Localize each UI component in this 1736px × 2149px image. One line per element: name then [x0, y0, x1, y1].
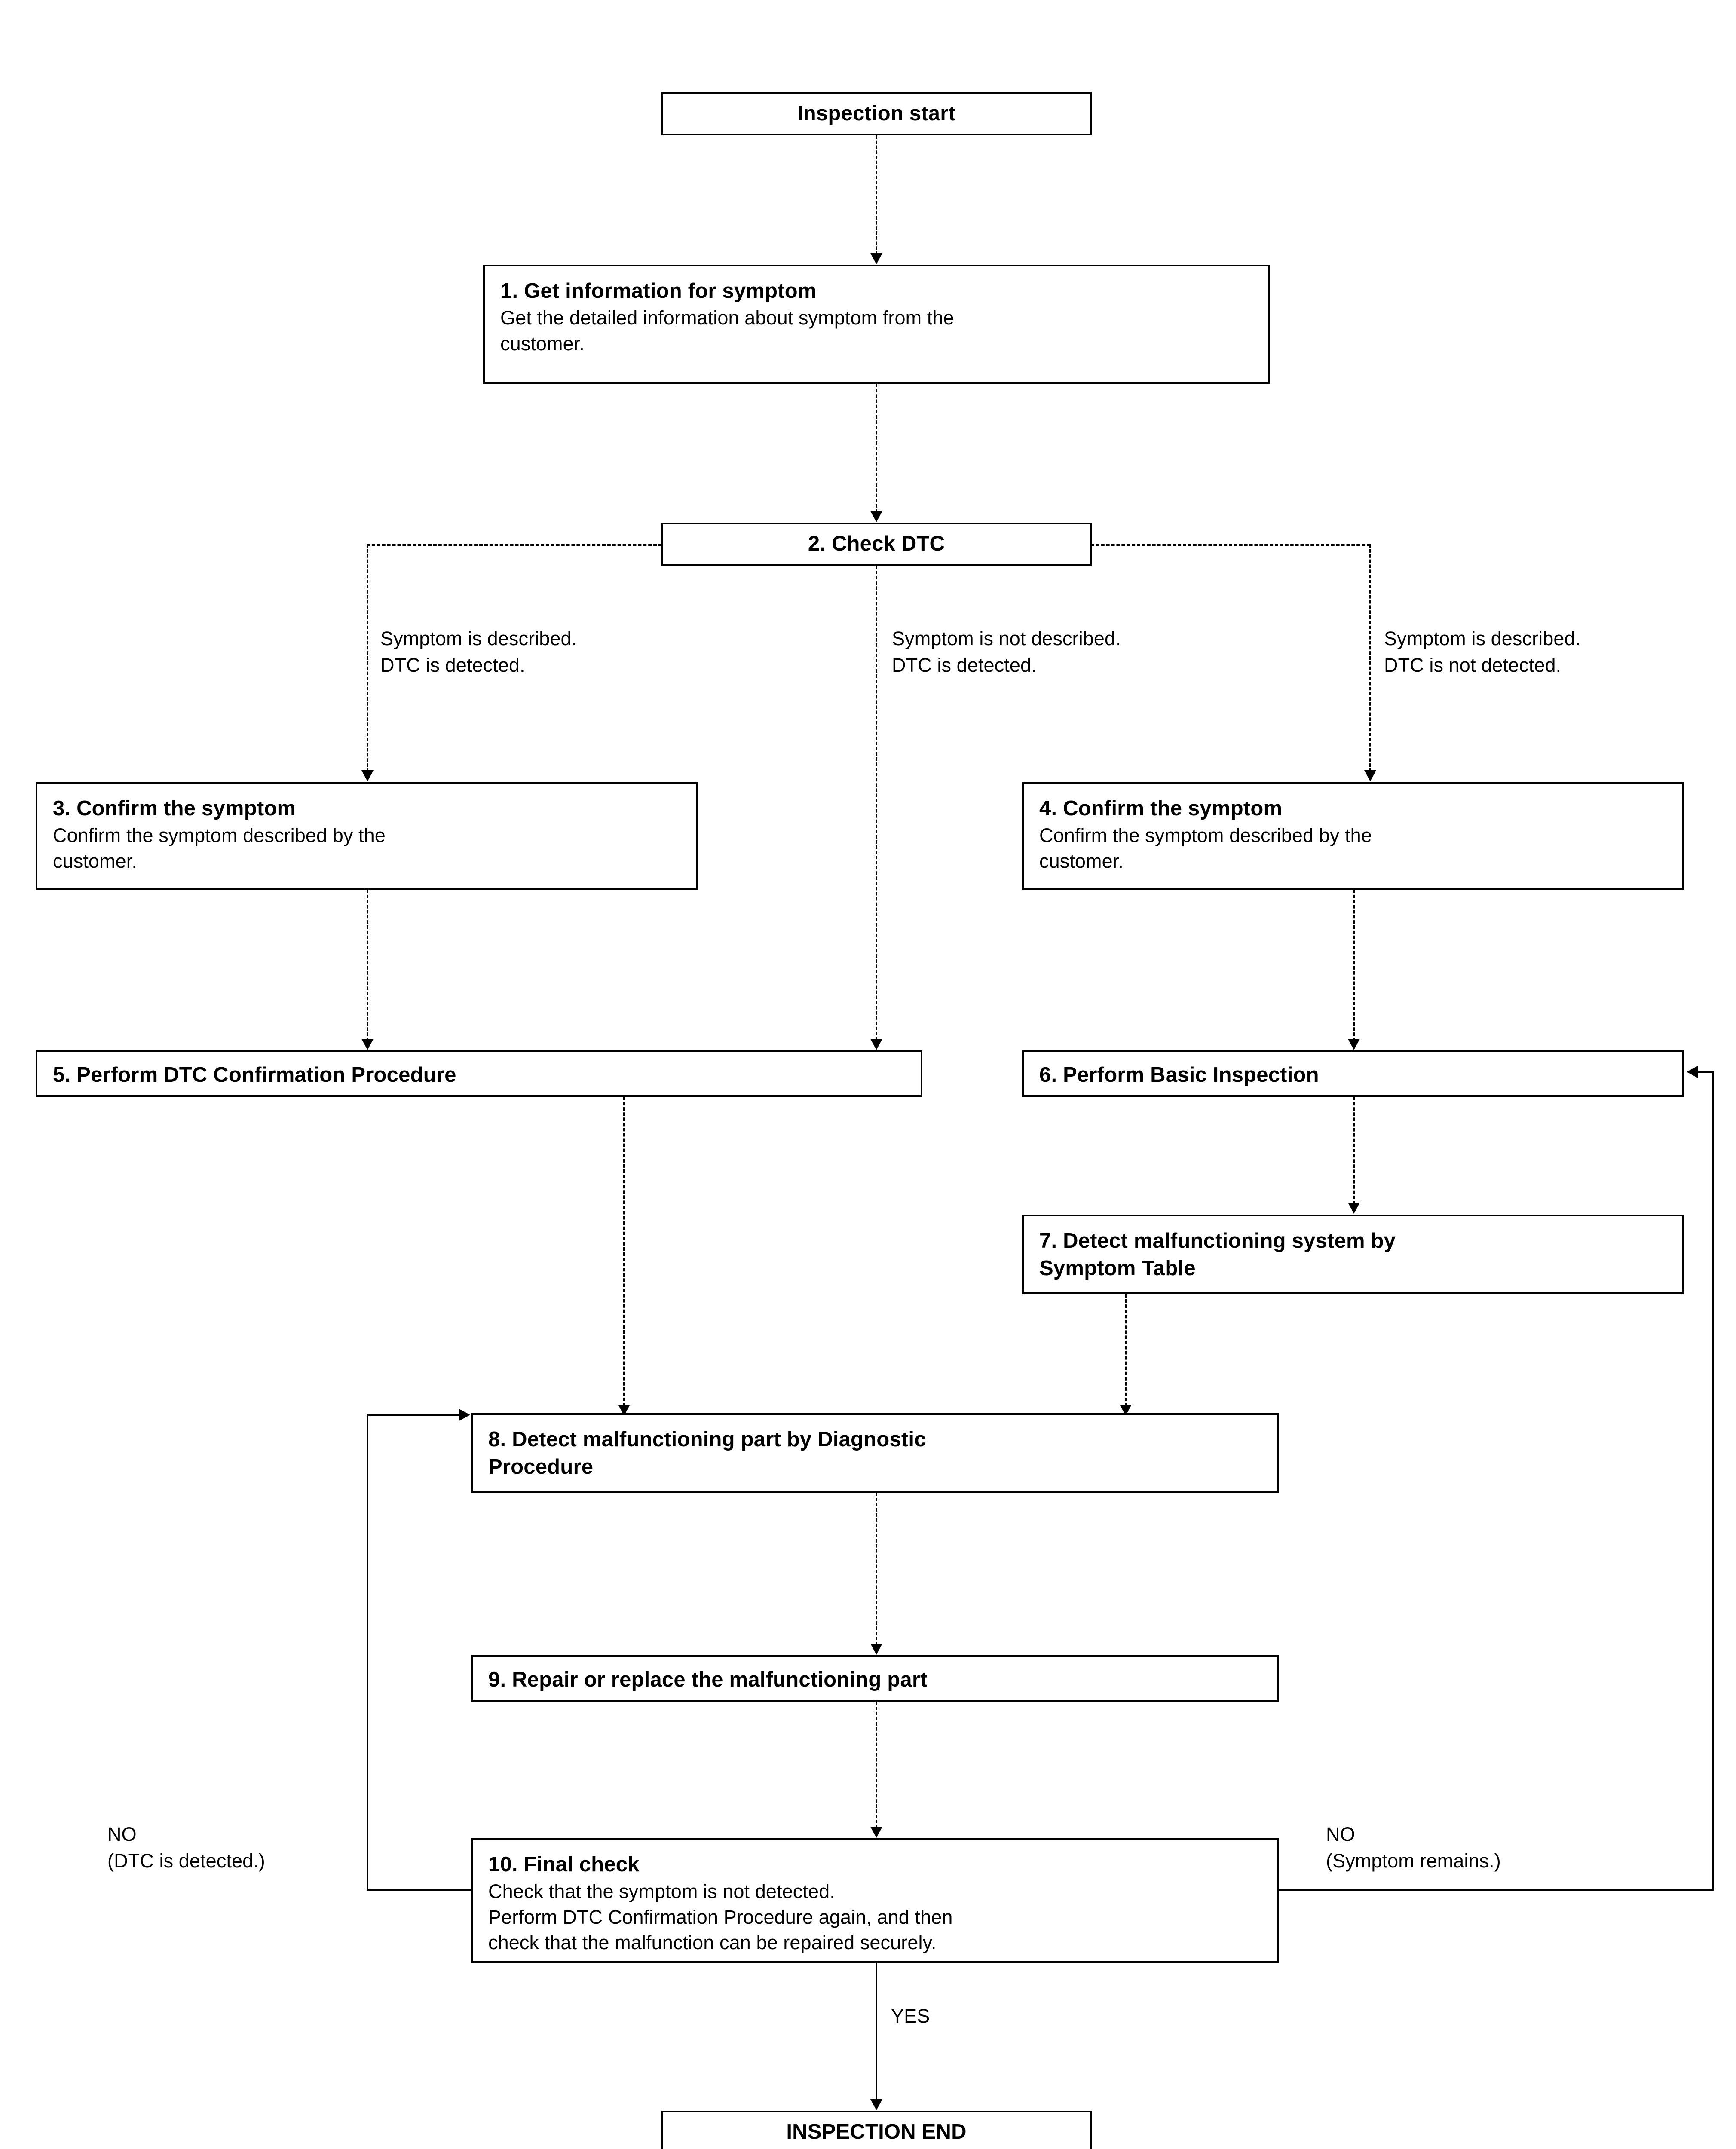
arrowhead-step1-to-step2: [870, 511, 882, 522]
node-inspection-end[interactable]: INSPECTION END: [661, 2111, 1092, 2149]
edge-step2-bus-left: [367, 544, 662, 546]
node-step-2[interactable]: 2. Check DTC: [661, 523, 1092, 566]
node-step-2-title: 2. Check DTC: [808, 532, 945, 556]
node-step-1-desc: Get the detailed information about sympt…: [500, 306, 954, 355]
edge-step6-to-step7: [1353, 1097, 1355, 1204]
label-final-yes: YES: [891, 2005, 930, 2027]
edge-branch-left: [367, 544, 368, 772]
node-step-10[interactable]: 10. Final check Check that the symptom i…: [471, 1838, 1279, 1963]
node-step-4-desc: Confirm the symptom described by the cus…: [1039, 824, 1372, 872]
edge-start-to-step1: [876, 135, 877, 255]
edge-step4-to-step6: [1353, 890, 1355, 1041]
arrowhead-start-to-step1: [870, 253, 882, 264]
node-step-5-title: 5. Perform DTC Confirmation Procedure: [53, 1063, 456, 1087]
arrowhead-step3-to-step5: [361, 1039, 374, 1050]
label-branch-right: Symptom is described. DTC is not detecte…: [1384, 628, 1581, 677]
arrowhead-step10-to-end: [870, 2099, 882, 2110]
label-branch-middle: Symptom is not described. DTC is detecte…: [892, 628, 1121, 677]
arrowhead-loop-right-to-step6: [1687, 1066, 1698, 1078]
node-step-1-title: 1. Get information for symptom: [500, 279, 817, 303]
edge-loop-right-top: [1698, 1071, 1713, 1073]
arrowhead-branch-right: [1364, 770, 1376, 781]
edge-loop-right-bottom: [1278, 1889, 1713, 1891]
label-loop-left-no: NO (DTC is detected.): [107, 1823, 265, 1872]
node-step-6[interactable]: 6. Perform Basic Inspection: [1022, 1050, 1684, 1097]
arrowhead-branch-left: [361, 770, 374, 781]
node-step-1[interactable]: 1. Get information for symptom Get the d…: [483, 265, 1270, 384]
edge-step3-to-step5: [367, 890, 368, 1041]
node-step-3-desc: Confirm the symptom described by the cus…: [53, 824, 386, 872]
edge-step2-bus-right: [1091, 544, 1370, 546]
edge-step5-to-step8: [623, 1097, 625, 1406]
label-loop-right-no: NO (Symptom remains.): [1326, 1823, 1501, 1872]
edge-loop-left-bottom: [367, 1889, 472, 1891]
node-step-3[interactable]: 3. Confirm the symptom Confirm the sympt…: [36, 782, 698, 890]
edge-step10-to-end: [876, 1963, 877, 2101]
node-inspection-end-title: INSPECTION END: [786, 2120, 967, 2144]
edge-step9-to-step10: [876, 1702, 877, 1828]
node-step-9[interactable]: 9. Repair or replace the malfunctioning …: [471, 1655, 1279, 1702]
node-step-9-title: 9. Repair or replace the malfunctioning …: [488, 1668, 928, 1691]
node-step-8-title: 8. Detect malfunctioning part by Diagnos…: [488, 1428, 926, 1479]
edge-branch-middle: [876, 566, 877, 1041]
arrowhead-step4-to-step6: [1348, 1039, 1360, 1050]
edge-step1-to-step2: [876, 384, 877, 513]
node-step-7-title: 7. Detect malfunctioning system by Sympt…: [1039, 1229, 1396, 1280]
edge-loop-left-top: [367, 1414, 459, 1416]
node-step-4[interactable]: 4. Confirm the symptom Confirm the sympt…: [1022, 782, 1684, 890]
node-step-10-desc: Check that the symptom is not detected. …: [488, 1880, 953, 1954]
node-step-10-title: 10. Final check: [488, 1853, 640, 1876]
edge-loop-left-vertical: [367, 1414, 368, 1890]
node-inspection-start[interactable]: Inspection start: [661, 92, 1092, 135]
node-inspection-start-title: Inspection start: [797, 102, 956, 126]
edge-branch-right: [1369, 544, 1371, 772]
arrowhead-step6-to-step7: [1348, 1203, 1360, 1214]
node-step-3-title: 3. Confirm the symptom: [53, 797, 296, 820]
edge-loop-right-vertical: [1712, 1071, 1714, 1891]
node-step-8[interactable]: 8. Detect malfunctioning part by Diagnos…: [471, 1413, 1279, 1493]
node-step-7[interactable]: 7. Detect malfunctioning system by Sympt…: [1022, 1215, 1684, 1294]
node-step-5[interactable]: 5. Perform DTC Confirmation Procedure: [36, 1050, 922, 1097]
arrowhead-step9-to-step10: [870, 1827, 882, 1838]
arrowhead-loop-left-to-step8: [459, 1409, 470, 1421]
edge-step8-to-step9: [876, 1493, 877, 1645]
edge-step7-to-step8: [1125, 1294, 1127, 1406]
node-step-4-title: 4. Confirm the symptom: [1039, 797, 1283, 820]
arrowhead-step8-to-step9: [870, 1644, 882, 1655]
label-branch-left: Symptom is described. DTC is detected.: [380, 628, 577, 677]
node-step-6-title: 6. Perform Basic Inspection: [1039, 1063, 1319, 1087]
arrowhead-branch-middle: [870, 1039, 882, 1050]
